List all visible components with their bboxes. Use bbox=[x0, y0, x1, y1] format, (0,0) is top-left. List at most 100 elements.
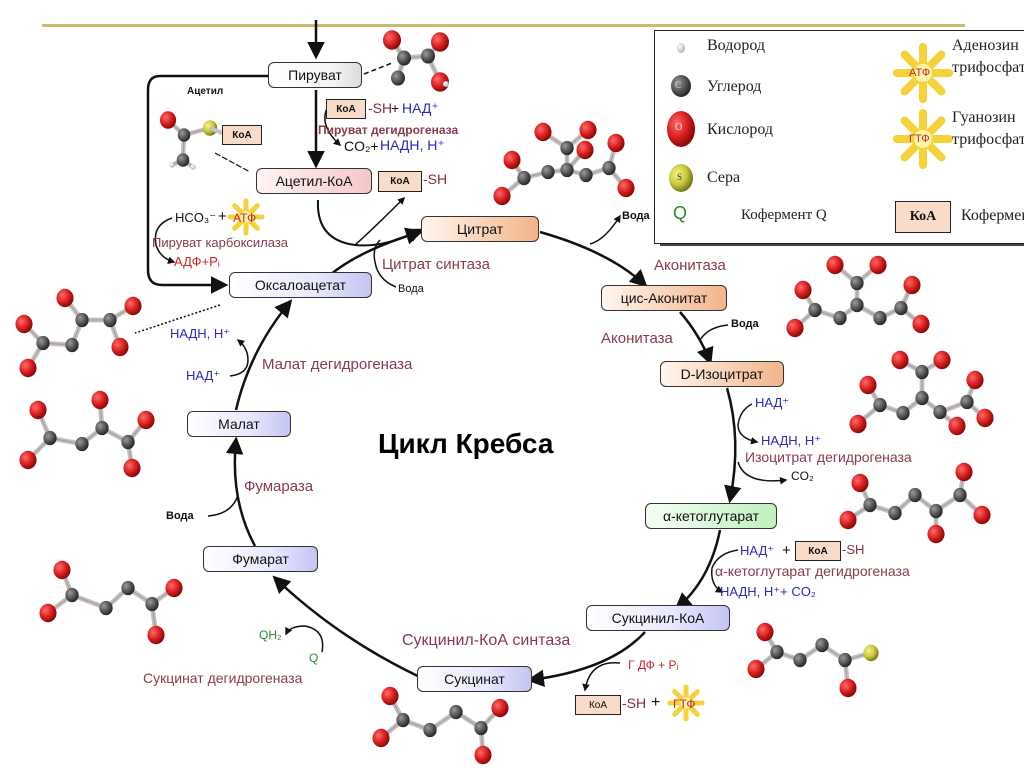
scs-koa-box: КоА bbox=[575, 695, 621, 715]
carbon-atom bbox=[397, 50, 411, 66]
acetylcoa-koa-box: КоА bbox=[378, 171, 422, 192]
pdh-nadh-output: НАДН, Н⁺ bbox=[380, 137, 445, 153]
node-acetyl-coa[interactable]: Ацетил-КоА bbox=[256, 168, 372, 194]
isocitrate-molecule bbox=[849, 350, 994, 436]
oxygen-atom bbox=[159, 111, 177, 129]
carbon-atom bbox=[888, 505, 902, 521]
enzyme-aconitase-2: Аконитаза bbox=[601, 330, 673, 347]
scs-sh-label: -SH bbox=[622, 695, 647, 711]
oxygen-atom bbox=[891, 350, 909, 370]
carbon-atom bbox=[176, 153, 190, 167]
mdh-nad-input: НАД⁺ bbox=[186, 368, 221, 383]
acetyl-molecule bbox=[159, 111, 218, 170]
carbon-atom bbox=[915, 390, 929, 406]
citrate-to-cisaconitate-path bbox=[539, 230, 648, 288]
pyruvate-molecule-link bbox=[363, 62, 393, 75]
carbon-atom bbox=[560, 162, 574, 178]
node-cis-aconitate[interactable]: цис-Аконитат bbox=[601, 285, 727, 311]
enzyme-malate-dehydrogenase: Малат дегидрогеназа bbox=[262, 356, 413, 373]
legend-koa-icon: КоА bbox=[895, 201, 951, 233]
node-pyruvate[interactable]: Пируват bbox=[268, 62, 362, 88]
legend-koa-label: Кофермент А bbox=[961, 207, 1024, 224]
akg-molecule bbox=[839, 462, 991, 544]
oxaloacetate-molecule-link bbox=[134, 304, 221, 334]
water-release-arrow-1 bbox=[589, 214, 621, 245]
carbon-atom bbox=[808, 302, 822, 318]
water-input-arrow-2 bbox=[699, 324, 729, 341]
oxygen-atom bbox=[381, 686, 399, 706]
carbon-atom bbox=[815, 637, 829, 653]
aconitase-water-output: Вода bbox=[622, 210, 650, 222]
oxygen-atom bbox=[966, 370, 984, 390]
carboxylase-atp-label: АТФ bbox=[233, 211, 257, 225]
diagram-title: Цикл Кребса bbox=[378, 428, 554, 459]
oxygen-atom bbox=[927, 524, 945, 544]
node-succinate[interactable]: Сукцинат bbox=[417, 666, 532, 692]
oxygen-atom bbox=[431, 72, 449, 92]
oxygen-atom bbox=[955, 462, 973, 482]
enzyme-citrate-synthase: Цитрат синтаза bbox=[382, 256, 490, 273]
carbon-atom bbox=[145, 596, 159, 612]
carbon-atom bbox=[421, 48, 435, 64]
akgdh-nad-input: НАД⁺ bbox=[740, 543, 775, 558]
oxygen-atom bbox=[534, 122, 552, 142]
legend-symbols bbox=[667, 42, 954, 192]
enzyme-pyruvate-dehydrogenase: Пируват дегидрогеназа bbox=[318, 123, 459, 137]
oxygen-atom bbox=[15, 314, 33, 334]
carbon-atom bbox=[65, 587, 79, 603]
pdh-koa-box: КоА bbox=[326, 99, 366, 119]
mdh-nadh-output: НАДН, Н⁺ bbox=[170, 326, 231, 341]
oxygen-atom bbox=[39, 603, 57, 623]
legend-oxygen-label: Кислород bbox=[707, 121, 773, 138]
node-isocitrate[interactable]: D-Изоцитрат bbox=[660, 361, 784, 387]
oxygen-atom bbox=[859, 375, 877, 395]
carbon-atom bbox=[541, 164, 555, 180]
carbon-atom bbox=[103, 312, 117, 328]
sulfur-atom bbox=[202, 120, 218, 136]
oxygen-atom bbox=[839, 510, 857, 530]
acetylcoa-to-citrate-path bbox=[316, 199, 423, 247]
koa-release-arrow bbox=[354, 196, 406, 246]
carbon-atom bbox=[391, 70, 405, 86]
carboxylase-cofactor-arrow bbox=[154, 217, 176, 264]
oxygen-atom bbox=[431, 32, 449, 52]
carbon-atom bbox=[915, 364, 929, 380]
citrate-synthase-water-arrow bbox=[373, 239, 397, 288]
oxygen-atom bbox=[576, 140, 594, 160]
node-succinyl-coa[interactable]: Сукцинил-КоА bbox=[586, 605, 730, 631]
oxaloacetate-molecule bbox=[15, 288, 142, 378]
node-fumarate[interactable]: Фумарат bbox=[203, 546, 318, 572]
node-oxaloacetate[interactable]: Оксалоацетат bbox=[229, 272, 372, 298]
malate-to-oxaloacetate-path bbox=[234, 299, 293, 411]
node-alpha-ketoglutarate[interactable]: α-кетоглутарат bbox=[645, 503, 777, 529]
pyruvate-carboxylase-path bbox=[146, 74, 268, 294]
enzyme-akg-dehydrogenase: α-кетоглутарат дегидрогеназа bbox=[715, 563, 910, 579]
sulfur-atom bbox=[863, 644, 879, 662]
oxygen-atom bbox=[124, 296, 142, 316]
legend-carbon-symbol: C bbox=[675, 80, 682, 90]
idh-nad-input: НАД⁺ bbox=[755, 395, 790, 410]
nad-to-nadh-arrow-3 bbox=[229, 339, 249, 377]
cis-aconitate-molecule bbox=[786, 255, 930, 338]
scs-gdp-pi-input: Г ДФ + Pᵢ bbox=[628, 658, 679, 672]
succinylcoa-to-succinate-path bbox=[526, 631, 646, 687]
isocitrate-to-akg-path bbox=[724, 387, 742, 504]
legend-sulfur-symbol: S bbox=[677, 172, 683, 182]
legend-oxygen-symbol: O bbox=[675, 122, 683, 133]
node-malate[interactable]: Малат bbox=[187, 411, 291, 437]
enzyme-pyruvate-carboxylase: Пируват карбоксилаза bbox=[152, 235, 289, 250]
oxygen-atom bbox=[383, 30, 401, 50]
citrate-synthase-water: Вода bbox=[398, 283, 424, 295]
enzyme-fumarase: Фумараза bbox=[244, 478, 314, 495]
carbon-atom bbox=[43, 430, 57, 446]
oxygen-atom bbox=[756, 622, 774, 642]
legend-gtp-line1: Гуанозин bbox=[952, 109, 1016, 126]
legend-atp-line1: Аденозин bbox=[952, 37, 1019, 54]
oxygen-atom bbox=[19, 450, 37, 470]
oxygen-atom bbox=[747, 659, 765, 679]
oxygen-atom bbox=[493, 186, 511, 206]
acetyl-label: Ацетил bbox=[187, 86, 224, 97]
node-citrate[interactable]: Цитрат bbox=[421, 216, 539, 242]
idh-nadh-output: НАДН, Н⁺ bbox=[761, 433, 822, 448]
